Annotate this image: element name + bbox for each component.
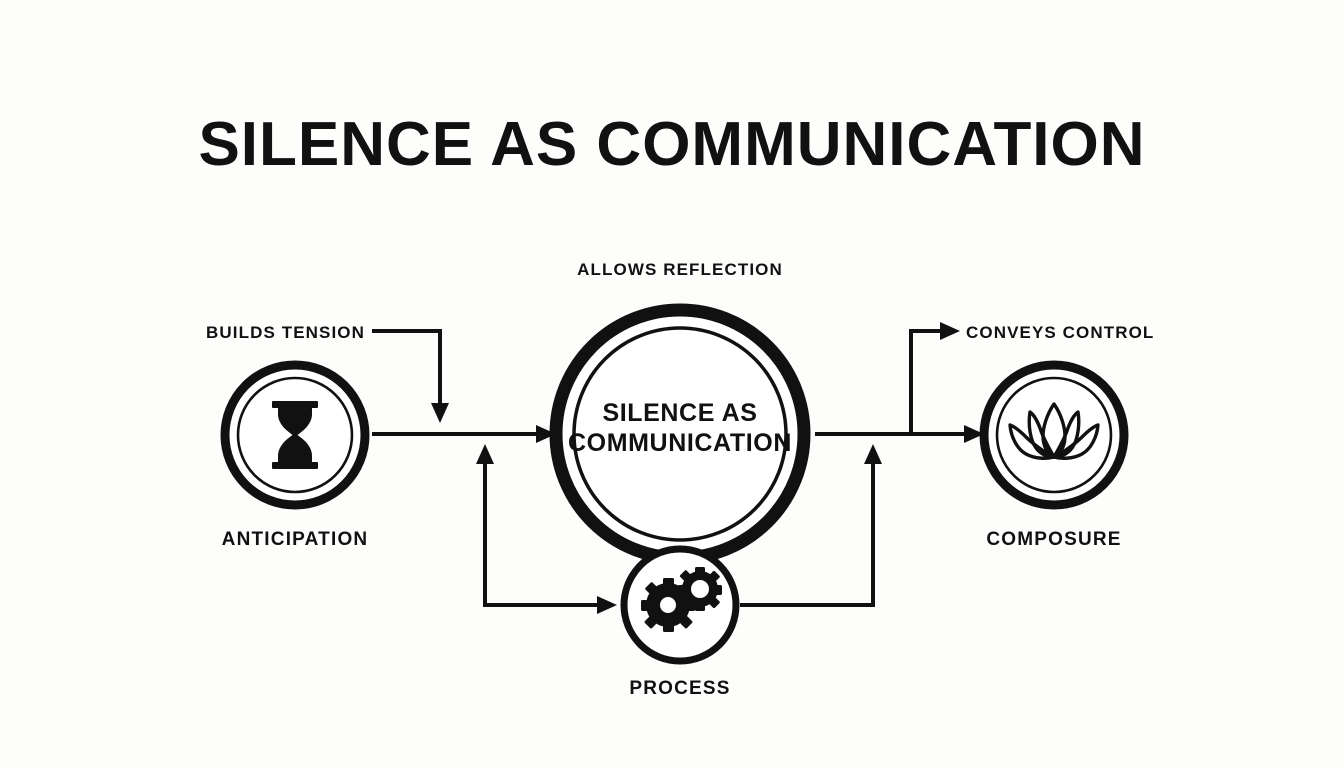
edge-label-allows-reflection: ALLOWS REFLECTION bbox=[577, 260, 783, 279]
connector-layer bbox=[372, 322, 984, 614]
center-node[interactable]: SILENCE AS COMMUNICATION bbox=[549, 303, 811, 565]
node-anticipation[interactable]: ANTICIPATION bbox=[220, 360, 370, 550]
edge-process-to-center bbox=[740, 461, 875, 607]
edge-label-builds-tension: BUILDS TENSION bbox=[206, 323, 365, 342]
arrowhead-loop-up-left bbox=[476, 444, 494, 464]
center-label-line1: SILENCE AS bbox=[602, 399, 757, 427]
lotus-icon bbox=[1008, 402, 1100, 460]
edge-center-loop-to-process bbox=[483, 461, 600, 607]
center-label-line2: COMMUNICATION bbox=[568, 429, 792, 457]
hourglass-icon bbox=[272, 401, 318, 469]
arrowhead-to-process bbox=[597, 596, 617, 614]
arrowhead-loop-up-right bbox=[864, 444, 882, 464]
center-inner-ring bbox=[572, 326, 788, 542]
arrowhead-conveys-control bbox=[940, 322, 960, 340]
node-composure[interactable]: COMPOSURE bbox=[979, 360, 1129, 550]
gear-right bbox=[678, 567, 722, 611]
anticipation-inner-ring bbox=[236, 376, 354, 494]
page-title: SILENCE AS COMMUNICATION bbox=[198, 110, 1145, 179]
node-label-process: PROCESS bbox=[629, 678, 730, 699]
node-label-anticipation: ANTICIPATION bbox=[222, 529, 369, 550]
gears-icon bbox=[641, 567, 722, 632]
arrowhead-to-composure bbox=[964, 425, 984, 443]
node-label-composure: COMPOSURE bbox=[986, 529, 1121, 550]
arrowhead-to-center-left bbox=[536, 425, 556, 443]
edge-conveys-control bbox=[909, 329, 943, 434]
edge-builds-tension bbox=[372, 329, 442, 406]
edge-label-conveys-control: CONVEYS CONTROL bbox=[966, 323, 1154, 342]
arrowhead-builds-tension bbox=[431, 403, 449, 423]
composure-outer-ring bbox=[979, 360, 1129, 510]
node-process[interactable]: PROCESS bbox=[620, 545, 740, 699]
composure-inner-ring bbox=[995, 376, 1113, 494]
